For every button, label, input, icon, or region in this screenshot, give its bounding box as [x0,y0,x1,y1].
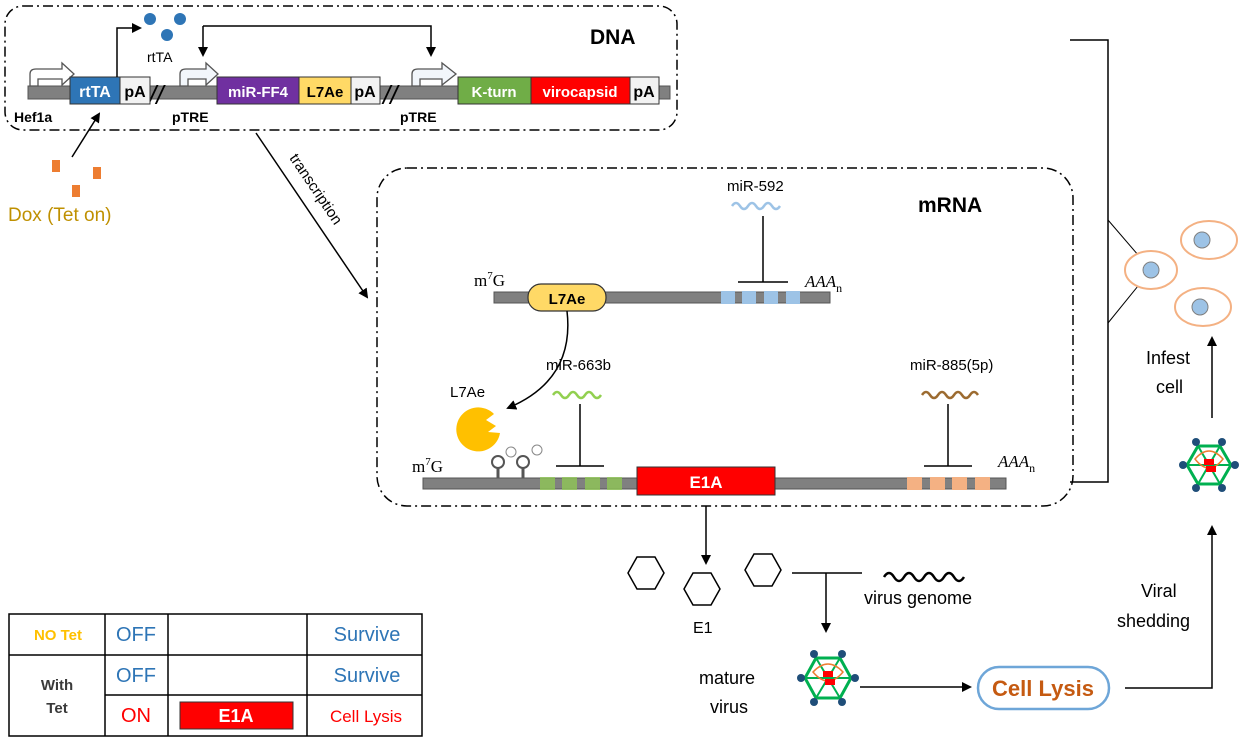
dox-activation-arrow [71,112,101,158]
polya-label: AAAn [804,272,842,295]
mirna-label-mir-592: miR-592 [727,178,784,195]
table-state-on: ON [121,705,151,727]
mrna-panel-title: mRNA [918,194,982,217]
k-turn-box [457,76,532,105]
e1a-orf-box [636,466,776,496]
host-cell-icon [1124,250,1178,290]
mirna-squiggle-icon [920,390,980,400]
table-e1a-label: E1A [218,706,253,726]
pa-label: pA [354,84,376,101]
e1-protein-hexagon-icon [744,553,782,587]
promoter-label-ptre: pTRE [172,109,209,125]
e1-protein-hexagon-icon [683,572,721,606]
promoter-label-hef1a: Hef1a [14,109,52,125]
mrna-transcript-1 [493,291,831,304]
k-turn-label: K-turn [472,84,517,101]
ptre-promoter-arrow-icon [179,61,219,87]
virocapsid-label: virocapsid [542,84,617,101]
cell-lysis-pill [976,665,1111,711]
cap-label: m7G [412,456,443,476]
l7ae-orf-label: L7Ae [549,291,586,308]
pa-box [629,76,660,105]
hef1a-promoter-arrow-icon [29,61,75,87]
dox-molecule [72,185,80,197]
e1a-orf-label: E1A [689,473,722,492]
dox-molecule [52,160,60,172]
table-outcome-cell-lysis: Cell Lysis [330,707,402,726]
rtta-protein-label: rtTA [147,49,173,65]
e1-label: E1 [693,620,713,637]
l7ae-translation-arrow [506,310,569,410]
mature-virus-icon [797,650,859,706]
l7ae-protein-icon [456,407,500,452]
dox-molecule [93,167,101,179]
pa-label: pA [124,84,146,101]
table-state-off: OFF [116,665,156,687]
mir-ff4-gene-box [216,76,300,105]
rtta-gene-label: rtTA [79,84,111,101]
shedding-arrow [1125,525,1217,689]
table-state-off: OFF [116,624,156,646]
mirna-label-mir-663b: miR-663b [546,357,611,374]
viral-shedding-label: shedding [1117,611,1190,631]
cap-label: m7G [474,270,505,290]
table-outcome-survive: Survive [334,665,401,687]
host-cell-icon [1174,287,1232,327]
mirna-binding-sites [540,477,622,490]
dna-panel-border [4,5,678,131]
l7ae-gene-label: L7Ae [307,84,344,101]
e1-protein-hexagon-icon [627,556,665,590]
mirna-label-mir-885: miR-885(5p) [910,357,993,374]
table-condition-with-tet: With [41,677,73,694]
virus-genome-icon [882,571,966,583]
rtta-protein-dot [174,13,186,25]
table-outcome-survive: Survive [334,624,401,646]
l7ae-gene-box [298,76,352,105]
mir-ff4-gene-label: miR-FF4 [228,84,289,101]
infest-cell-label: Infest [1146,348,1190,368]
infest-cell-label: cell [1156,377,1183,397]
virocapsid-box [530,76,631,105]
viral-shedding-label: Viral [1141,581,1177,601]
mirna-binding-sites [721,291,800,304]
dox-label: Dox (Tet on) [8,205,111,226]
mrna-panel-border [376,167,1074,507]
virus-genome-label: virus genome [864,588,972,608]
pa-box [119,76,151,105]
mirna-squiggle-icon [551,390,603,400]
dna-separator: // [147,80,166,110]
ptre-promoter-arrow-icon [411,61,458,87]
l7ae-protein-label: L7Ae [450,384,485,401]
mirna-binding-sites [907,477,990,490]
cell-lysis-label: Cell Lysis [992,676,1094,701]
table-condition-no-tet: NO Tet [34,627,82,644]
pa-label: pA [633,84,655,101]
table-e1a-box [179,701,294,730]
polya-label: AAAn [997,452,1035,475]
mirna-squiggle-icon [730,201,782,211]
rtta-protein-dot [161,29,173,41]
mature-virus-label: mature [699,668,755,688]
k-turn-stem-loop-icon [491,444,543,478]
host-cell-icon [1180,220,1238,260]
connector-line [1070,39,1109,483]
rtta-to-ptre-arrow [203,25,436,57]
dna-panel-title: DNA [590,26,636,49]
dna-separator: // [381,80,400,110]
rtta-expression-arrow [116,23,142,77]
pa-box [350,76,381,105]
released-virus-icon [1179,438,1239,492]
rtta-protein-dot [144,13,156,25]
table-condition-with-tet: Tet [46,700,67,717]
promoter-label-ptre: pTRE [400,109,437,125]
transcription-arrow [255,132,369,299]
mature-virus-label: virus [710,697,748,717]
rtta-gene-box [69,76,121,105]
